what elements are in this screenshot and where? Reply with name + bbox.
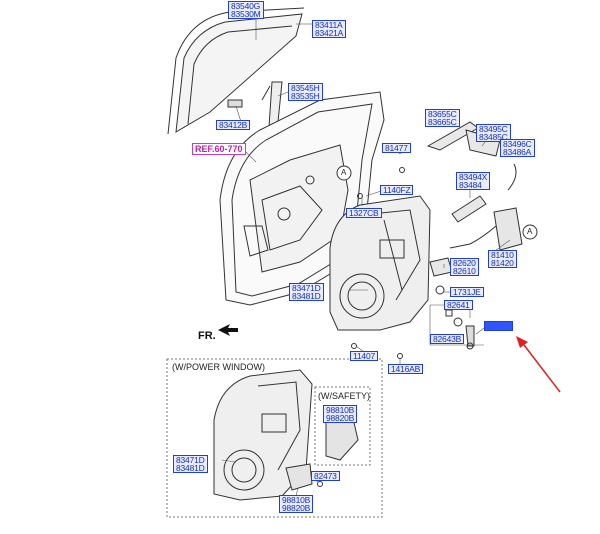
part-number: 1416AB — [391, 364, 421, 374]
part-number: 11407 — [353, 351, 376, 361]
part-number: 83481D — [292, 291, 321, 301]
safety-box — [314, 386, 371, 466]
part-number: 83471D — [292, 283, 321, 293]
part-number: 83494X — [459, 172, 488, 182]
part-number: 82473 — [314, 471, 337, 481]
part-label-82473[interactable]: 82473 — [311, 471, 340, 481]
part-number: 98820B — [326, 413, 355, 423]
power-window-caption: (W/POWER WINDOW) — [172, 362, 265, 372]
part-label-1327cb[interactable]: 1327CB — [346, 208, 382, 218]
part-number: 81477 — [385, 143, 408, 153]
part-label-b98810b-b98820b[interactable]: 98810B 98820B — [279, 495, 314, 513]
part-number: 98810B — [326, 405, 355, 415]
part-number: 83530M — [231, 9, 261, 19]
part-label-83655c-83665c[interactable]: 83655C 83665C — [425, 109, 460, 127]
part-number: 83484 — [459, 180, 482, 190]
part-label-81477[interactable]: 81477 — [382, 143, 411, 153]
clip-part — [227, 99, 243, 108]
part-label-11407[interactable]: 11407 — [350, 351, 379, 361]
part-number: 83412B — [219, 120, 248, 130]
part-number: 81410 — [491, 250, 514, 260]
part-number: 83540G — [231, 1, 261, 11]
part-label-1140fz[interactable]: 1140FZ — [380, 185, 414, 195]
part-label-82643b[interactable]: 82643B — [430, 334, 465, 344]
part-number: 82610 — [453, 266, 476, 276]
part-label-82630-highlighted[interactable]: 82630 — [484, 321, 513, 331]
part-label-83494x-83484[interactable]: 83494X 83484 — [456, 172, 491, 190]
part-number: 1327CB — [349, 208, 379, 218]
part-number: 82641 — [447, 300, 470, 310]
part-number: 83421A — [315, 28, 344, 38]
part-label-83495c-83485c[interactable]: 83495C 83485C — [476, 124, 511, 142]
reference-circle-a — [336, 165, 538, 240]
part-number: 98820B — [282, 503, 311, 513]
part-label-83471d-83481d[interactable]: 83471D 83481D — [289, 283, 324, 301]
part-number: 83411A — [315, 20, 343, 30]
part-number: 98810B — [282, 495, 311, 505]
part-number: 83485C — [479, 132, 508, 142]
part-label-83412b[interactable]: 83412B — [216, 120, 251, 130]
part-number: 1140FZ — [383, 185, 411, 195]
part-number: 82643B — [433, 334, 462, 344]
module-panel — [329, 195, 431, 331]
part-number: 83496C — [503, 139, 532, 149]
safety-caption: (W/SAFETY) — [318, 391, 370, 401]
part-number: 1731JE — [453, 287, 481, 297]
circle-a-label: A — [527, 227, 533, 236]
door-glass — [167, 7, 305, 135]
front-direction-label: FR. — [198, 330, 216, 342]
part-number: 83545H — [291, 83, 320, 93]
part-number: 83535H — [291, 91, 320, 101]
part-number: 81420 — [491, 258, 514, 268]
part-label-82641[interactable]: 82641 — [444, 300, 473, 310]
part-number: 83655C — [428, 109, 457, 119]
reference-label[interactable]: REF.60-770 — [192, 143, 246, 155]
part-label-83496c-83486a[interactable]: 83496C 83486A — [500, 139, 535, 157]
part-number: 83665C — [428, 117, 457, 127]
part-label-1416ab[interactable]: 1416AB — [388, 364, 424, 374]
part-number: 82630 — [487, 321, 510, 331]
part-label-83540g-83530m[interactable]: 83540G 83530M — [228, 1, 264, 19]
circle-a-label: A — [341, 168, 347, 177]
inside-handle — [429, 257, 453, 277]
part-number: 83495C — [479, 124, 508, 134]
red-pointer-arrow — [516, 336, 561, 393]
door-latch — [449, 163, 523, 251]
part-number: 83486A — [503, 147, 532, 157]
part-number: 83471D — [176, 455, 205, 465]
part-label-1731je[interactable]: 1731JE — [450, 287, 484, 297]
part-label-w-83471d-83481d[interactable]: 83471D 83481D — [173, 455, 208, 473]
part-number: 82620 — [453, 258, 476, 268]
part-label-83545h-83535h[interactable]: 83545H 83535H — [288, 83, 323, 101]
part-number: 83481D — [176, 463, 205, 473]
part-label-82620-82610[interactable]: 82620 82610 — [450, 258, 479, 276]
part-label-81410-81420[interactable]: 81410 81420 — [488, 250, 517, 268]
part-label-83411a-83421a[interactable]: 83411A 83421A — [312, 20, 347, 38]
part-label-98810b-98820b[interactable]: 98810B 98820B — [323, 405, 358, 423]
front-arrow — [218, 324, 238, 336]
window-motor — [285, 413, 359, 491]
power-window-box — [166, 358, 383, 518]
small-parts — [351, 146, 475, 359]
